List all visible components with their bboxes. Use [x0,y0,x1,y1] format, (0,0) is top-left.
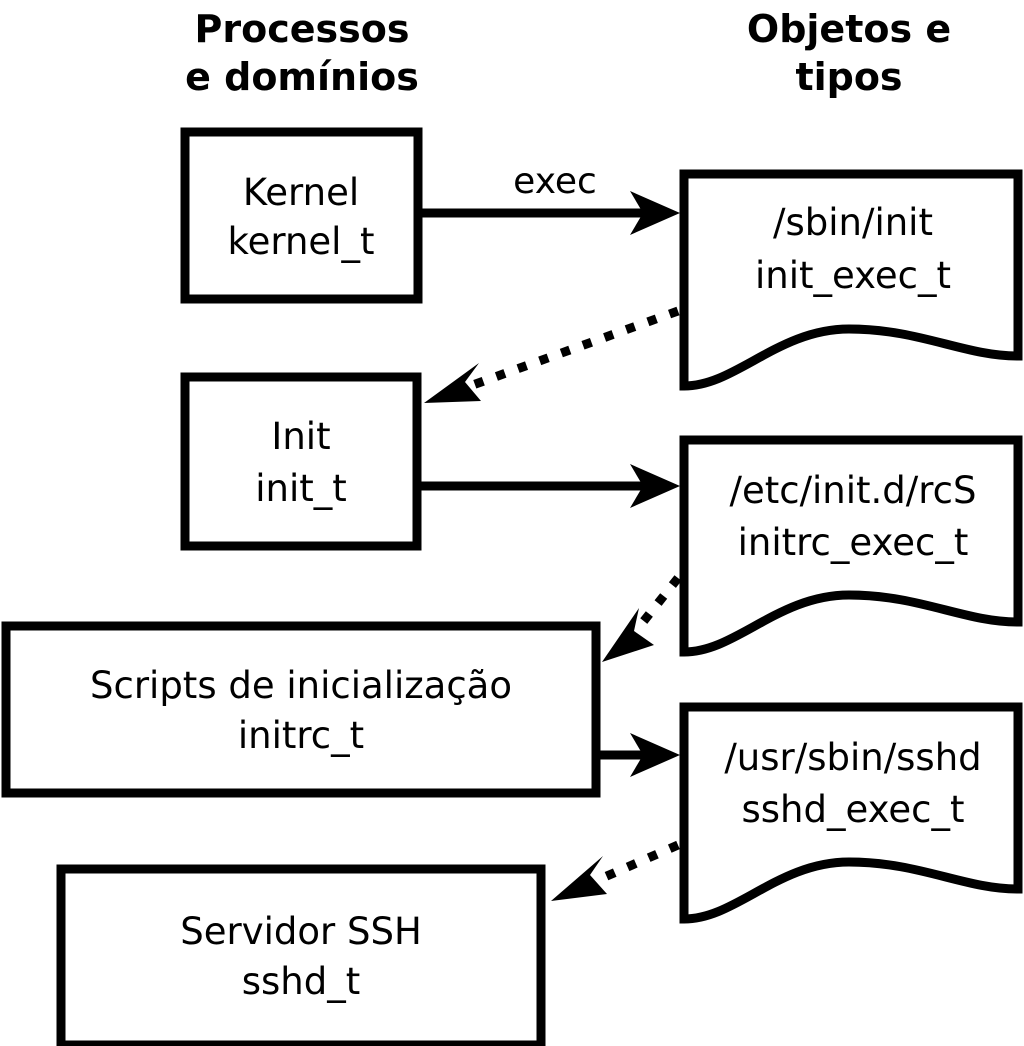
column-header-processes: Processos e domínios [185,7,419,99]
node-sshd-exec-type: sshd_exec_t [742,788,965,831]
edge-kernel-to-init-exec-arrowhead [630,191,680,235]
column-header-processes-line1: Processos [195,7,410,51]
edge-initrc-to-sshd-exec-arrowhead [630,733,680,777]
edge-init-exec-to-init-line [468,306,680,391]
node-sshd-exec-document[interactable] [679,702,1023,924]
edge-init-to-initrc-exec-arrowhead [630,464,680,508]
column-header-processes-line2: e domínios [185,55,419,99]
node-init-exec-type: init_exec_t [755,254,951,297]
node-initrc-type: initrc_t [238,714,364,757]
edge-initrc-exec-to-initrc-line [639,575,682,625]
edge-init-to-initrc-exec [420,464,680,508]
edge-init-exec-to-init [424,306,680,403]
node-sshd-type: sshd_t [242,960,361,1003]
node-initrc-exec-type: initrc_exec_t [738,521,969,564]
edge-sshd-exec-to-sshd-arrowhead [551,856,607,901]
node-kernel[interactable]: Kernel kernel_t [180,127,423,304]
node-kernel-box[interactable] [180,127,423,304]
edge-init-exec-to-init-arrowhead [424,363,481,403]
node-initrc-box[interactable] [1,621,601,798]
node-sshd-exec-path: /usr/sbin/sshd [724,736,981,779]
node-init-name: Init [271,415,330,458]
node-sshd-box[interactable] [56,864,546,1046]
node-initrc-exec-path: /etc/init.d/rcS [729,469,976,512]
node-init-type: init_t [255,467,347,510]
column-header-objects-line1: Objetos e [747,7,951,51]
edge-initrc-exec-to-initrc-arrowhead [602,608,654,662]
node-init-exec-path: /sbin/init [773,201,933,244]
edge-sshd-exec-to-sshd-line [598,840,680,884]
node-init[interactable]: Init init_t [180,372,422,551]
edge-kernel-to-init-exec: exec [422,161,680,235]
node-sshd-exec[interactable]: /usr/sbin/sshd sshd_exec_t [679,702,1023,924]
node-kernel-name: Kernel [243,171,359,214]
node-initrc[interactable]: Scripts de inicialização initrc_t [1,621,601,798]
column-header-objects: Objetos e tipos [747,7,951,99]
edge-initrc-to-sshd-exec [600,733,680,777]
edge-label-exec: exec [513,161,597,202]
node-initrc-name: Scripts de inicialização [90,664,512,707]
node-sshd[interactable]: Servidor SSH sshd_t [56,864,546,1046]
node-sshd-name: Servidor SSH [180,910,422,953]
node-initrc-exec[interactable]: /etc/init.d/rcS initrc_exec_t [679,435,1023,657]
node-init-box[interactable] [180,372,422,551]
edge-sshd-exec-to-sshd [551,840,680,901]
node-init-exec[interactable]: /sbin/init init_exec_t [679,169,1023,391]
node-init-exec-document[interactable] [679,169,1023,391]
node-initrc-exec-document[interactable] [679,435,1023,657]
column-header-objects-line2: tipos [795,55,902,99]
edge-initrc-exec-to-initrc [602,575,682,662]
node-kernel-type: kernel_t [228,220,375,263]
